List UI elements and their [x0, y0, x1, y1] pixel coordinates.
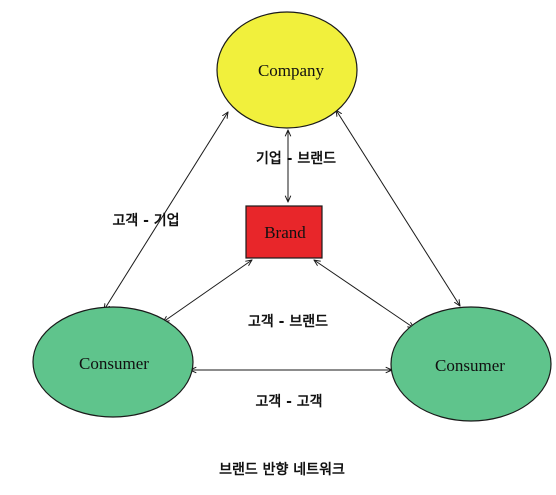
edge-brand-consumer-left: [163, 260, 252, 322]
consumer-node-right: Consumer: [390, 306, 552, 422]
consumer-node-left: Consumer: [32, 306, 194, 418]
diagram-caption: 브랜드 반향 네트워크: [219, 461, 345, 478]
company-label: Company: [258, 61, 325, 80]
brand-label: Brand: [264, 223, 306, 242]
edge-label-company-brand: 기업 - 브랜드: [256, 150, 336, 167]
consumer-right-ellipse: [390, 306, 552, 422]
brand-box: [245, 205, 323, 259]
consumer-right-label: Consumer: [435, 356, 505, 375]
edge-company-consumer: [336, 110, 460, 306]
company-ellipse: [216, 11, 358, 129]
edge-label-consumer-company: 고객 - 기업: [112, 212, 179, 229]
edge-consumer-company: [104, 112, 228, 310]
edge-brand-consumer-right: [314, 260, 414, 328]
consumer-left-label: Consumer: [79, 354, 149, 373]
brand-node: Brand: [245, 205, 323, 259]
edge-label-consumer-consumer: 고객 - 고객: [255, 393, 322, 410]
consumer-left-ellipse: [32, 306, 194, 418]
edge-label-consumer-brand: 고객 - 브랜드: [248, 313, 328, 330]
company-node: Company: [216, 11, 358, 129]
